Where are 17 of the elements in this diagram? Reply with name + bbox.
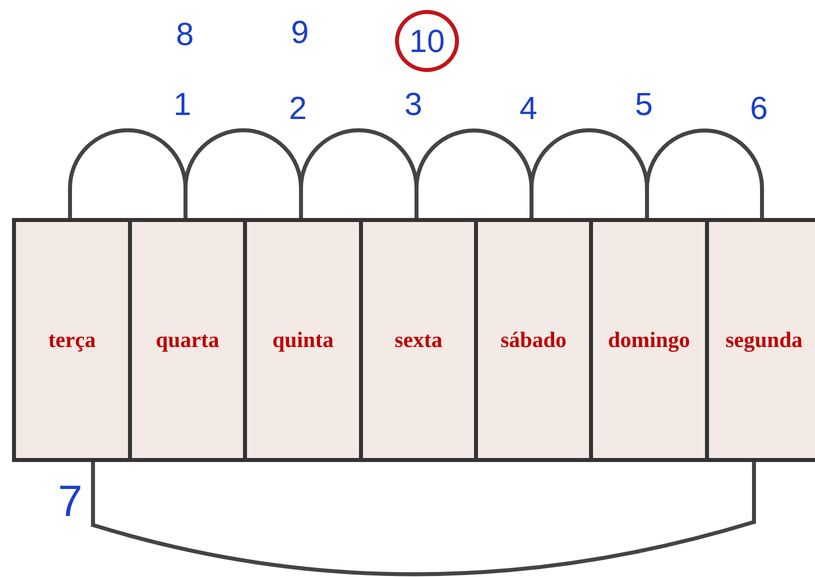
arc-connector <box>530 128 649 218</box>
step-number: 1 <box>174 88 192 120</box>
step-number: 3 <box>404 88 422 120</box>
step-number: 7 <box>58 480 82 524</box>
step-number: 5 <box>635 88 653 120</box>
step-number: 4 <box>520 92 538 124</box>
step-number: 6 <box>750 92 768 124</box>
circled-number: 10 <box>395 10 459 72</box>
arc-connector <box>68 128 188 218</box>
arc-connector <box>645 128 764 218</box>
arc-connector <box>91 462 756 576</box>
arc-connector <box>184 128 303 218</box>
number-label: 9 <box>291 16 309 48</box>
step-number: 2 <box>289 92 307 124</box>
number-label: 8 <box>176 18 194 50</box>
arc-connector <box>414 128 534 218</box>
arc-connector <box>299 128 418 218</box>
